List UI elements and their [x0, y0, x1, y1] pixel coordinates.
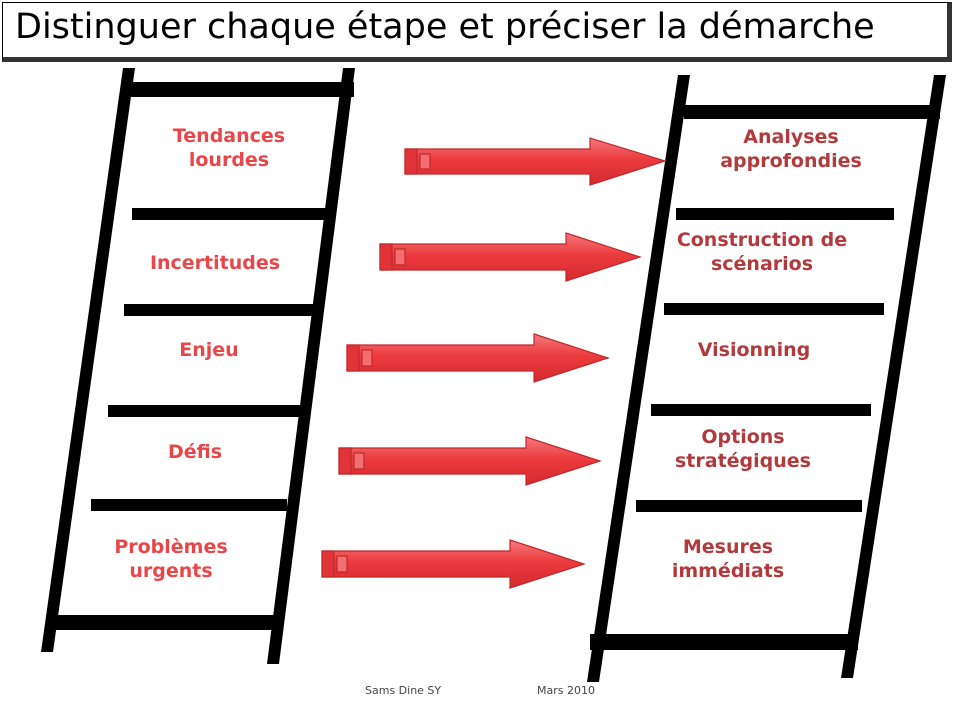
left-rung-label-incertitudes: Incertitudes [149, 252, 281, 274]
right-rung-label-analyses: Analyses approfondies [720, 126, 862, 172]
right-rung-label-visionning: Visionning [697, 339, 811, 361]
arrow-2 [379, 232, 642, 282]
left-ladder [41, 68, 355, 664]
right-rung-label-options: Options stratégiques [675, 426, 811, 472]
right-ladder-bottom-bar [590, 634, 858, 650]
left-rung-label-tendances: Tendances lourdes [172, 125, 286, 171]
page-title: Distinguer chaque étape et préciser la d… [15, 7, 875, 47]
right-ladder-rung [664, 303, 884, 315]
left-ladder-top-bar [126, 82, 354, 97]
right-ladder-rung [636, 500, 862, 512]
arrows [321, 137, 668, 589]
left-ladder-rail-left [41, 68, 135, 652]
right-ladder [587, 75, 946, 682]
right-rung-label-construction: Construction de scénarios [676, 229, 848, 275]
right-ladder-rail-right [841, 75, 946, 678]
left-ladder-rail-right [267, 68, 355, 664]
right-ladder-rung [651, 404, 871, 416]
right-ladder-rail-left [587, 75, 690, 682]
left-ladder-bottom-bar [46, 615, 280, 630]
left-ladder-rung [132, 208, 328, 220]
footer-author: Sams Dine SY [365, 684, 442, 697]
title-box: Distinguer chaque étape et préciser la d… [2, 2, 952, 62]
left-ladder-rung [124, 304, 320, 316]
right-ladder-top-bar [684, 105, 940, 119]
right-rung-label-mesures: Mesures immédiats [671, 536, 785, 582]
left-rung-label-problemes: Problèmes urgents [114, 536, 228, 582]
left-ladder-rung [108, 405, 304, 417]
footer-date: Mars 2010 [537, 684, 595, 697]
right-ladder-rung [676, 208, 894, 220]
left-rung-label-enjeu: Enjeu [179, 339, 239, 361]
arrow-4 [338, 436, 602, 486]
left-ladder-rung [91, 499, 287, 511]
arrow-5 [321, 539, 586, 589]
arrow-3 [346, 333, 610, 383]
left-rung-label-defis: Défis [167, 441, 223, 463]
arrow-1 [404, 137, 668, 186]
